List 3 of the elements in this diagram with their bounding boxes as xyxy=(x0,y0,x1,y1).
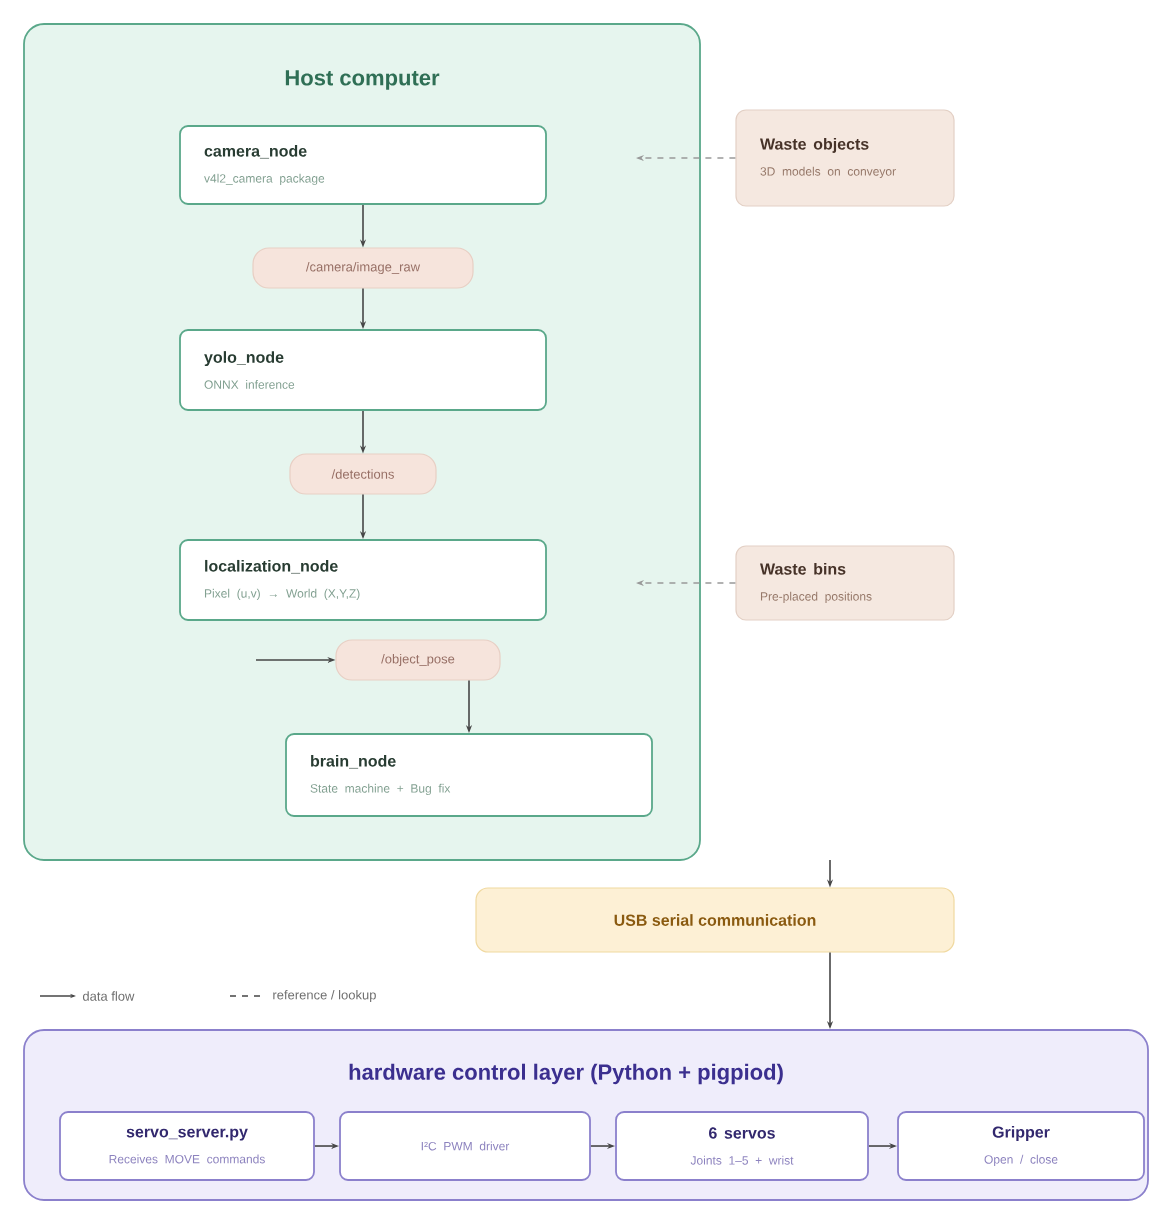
interface-box: USB serial communication xyxy=(475,887,955,953)
panel-title: Host computer xyxy=(285,70,440,90)
panel-title: hardware control layer (Python + pigpiod) xyxy=(349,1063,783,1085)
